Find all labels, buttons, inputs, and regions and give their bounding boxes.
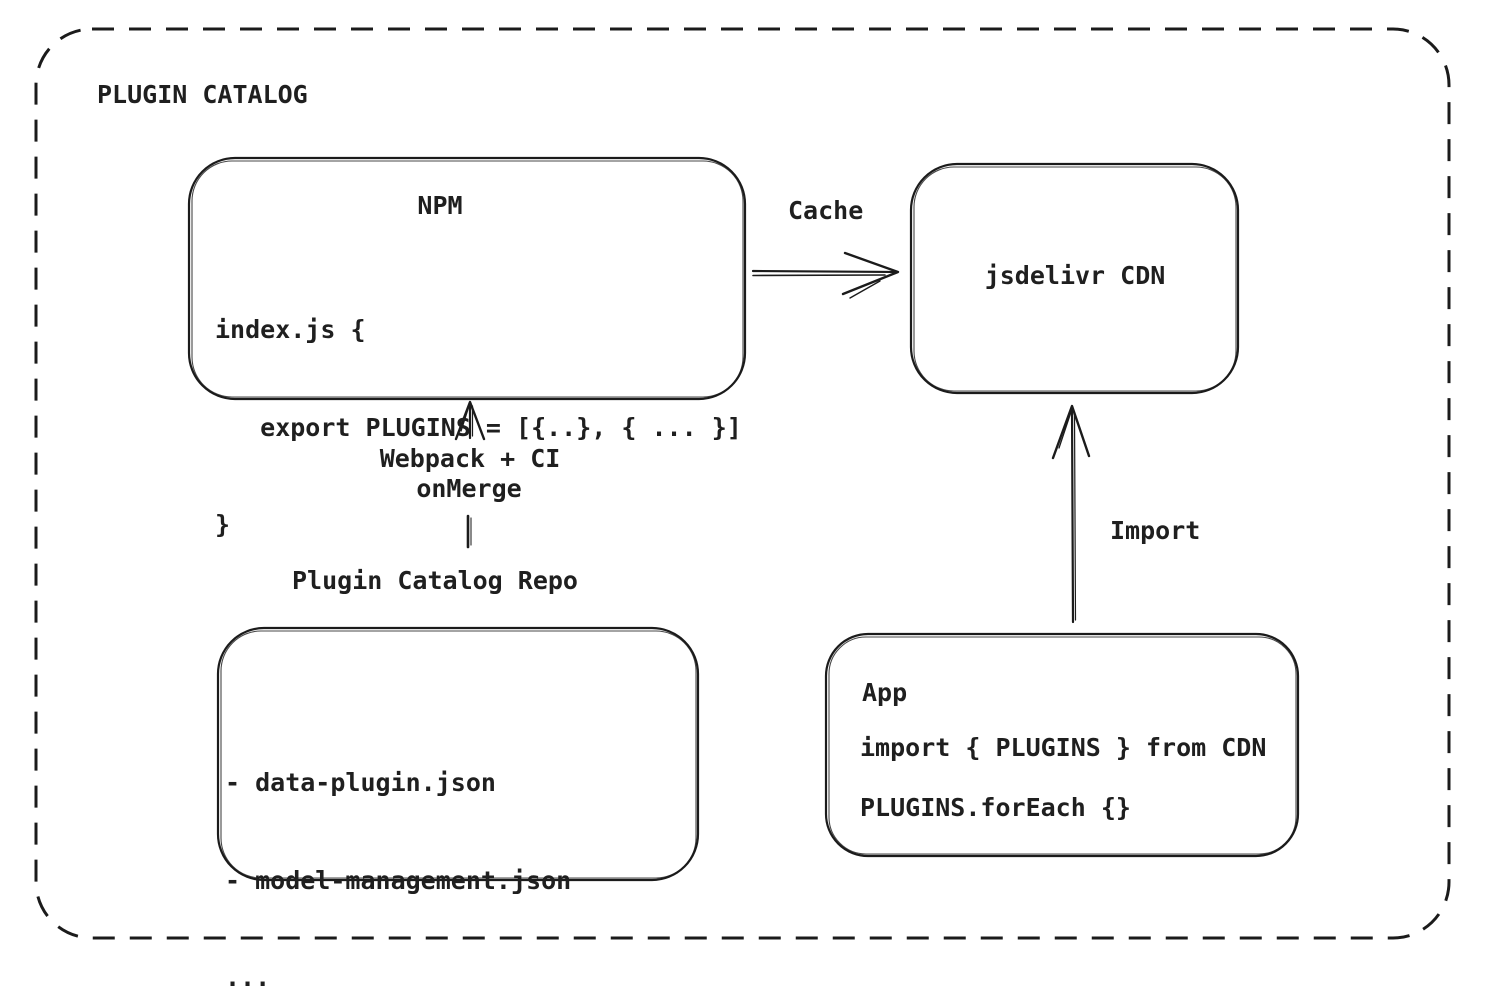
- cache-arrow-label: Cache: [788, 196, 864, 225]
- plugin-catalog-boundary: [36, 29, 1449, 938]
- repo-item: ...: [225, 963, 271, 992]
- app-box: [826, 634, 1298, 856]
- npm-title: NPM: [417, 191, 463, 220]
- npm-code-line: index.js {: [215, 315, 366, 344]
- npm-box: [189, 158, 745, 399]
- cache-arrow: [753, 253, 898, 298]
- build-arrow-label-line1: Webpack + CI: [379, 444, 561, 473]
- build-arrow-label-line2: onMerge: [416, 474, 522, 503]
- app-code-line: import { PLUGINS } from CDN: [860, 733, 1267, 762]
- npm-code-line: }: [215, 510, 231, 539]
- npm-code-line: export PLUGINS = [{..}, { ... }]: [215, 412, 742, 442]
- repo-box: [218, 628, 698, 880]
- app-code-line: PLUGINS.forEach {}: [860, 793, 1131, 822]
- repo-item: - data-plugin.json: [225, 768, 496, 797]
- cdn-box: [911, 164, 1238, 393]
- import-arrow-label: Import: [1110, 516, 1201, 545]
- npm-code: index.js { export PLUGINS = [{..}, { ...…: [215, 249, 742, 607]
- repo-item: - model-management.json: [225, 865, 572, 895]
- build-connector-line: [468, 516, 471, 547]
- app-title: App: [862, 678, 908, 707]
- build-arrow: [456, 402, 484, 439]
- import-arrow: [1053, 406, 1089, 622]
- repo-file-list: - data-plugin.json - model-management.js…: [225, 702, 571, 1002]
- repo-label: Plugin Catalog Repo: [292, 566, 578, 595]
- cdn-label: jsdelivr CDN: [984, 261, 1166, 290]
- diagram-title: PLUGIN CATALOG: [97, 80, 308, 109]
